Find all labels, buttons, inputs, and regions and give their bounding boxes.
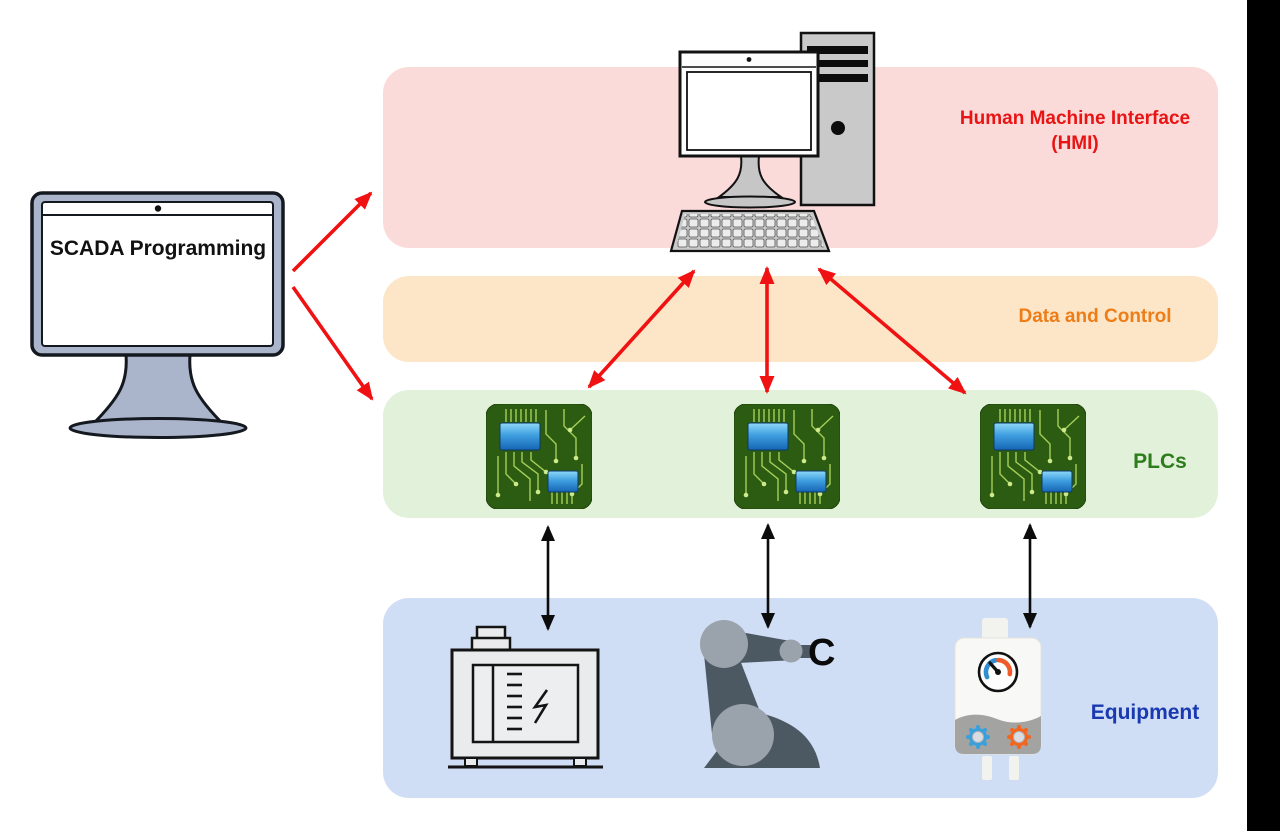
- data-control-band: [383, 276, 1218, 362]
- boiler-icon: [954, 618, 1042, 780]
- hmi-label-line1: Human Machine Interface: [959, 108, 1191, 129]
- circuit-board-icon: [980, 404, 1086, 509]
- robot-arm-icon: C: [700, 620, 835, 768]
- arrow-scada-to-plcs: [291, 285, 374, 401]
- right-edge-strip: [1247, 0, 1280, 831]
- orange-knob-icon: [1007, 725, 1031, 749]
- scada-programming-label: SCADA Programming: [49, 237, 267, 260]
- circuit-board-icon: [486, 404, 592, 509]
- hmi-band-label: Human Machine Interface (HMI): [920, 106, 1230, 156]
- blue-knob-icon: [966, 725, 990, 749]
- generator-icon: [448, 625, 603, 769]
- hmi-label-line2: (HMI): [1051, 133, 1099, 154]
- gauge-icon: [977, 651, 1019, 693]
- lightning-bolt-icon: [532, 689, 549, 724]
- computer-screen-icon: [678, 50, 820, 158]
- desktop-computer-icon: [669, 31, 876, 253]
- equipment-band-label: Equipment: [1090, 701, 1200, 724]
- gripper-icon: C: [808, 632, 835, 674]
- plcs-band-label: PLCs: [1133, 450, 1187, 473]
- data-control-band-label: Data and Control: [1018, 306, 1172, 327]
- circuit-board-icon: [734, 404, 840, 509]
- desktop-monitor-icon: [30, 191, 285, 439]
- keyboard-icon: [669, 209, 831, 253]
- camera-dot-icon: [154, 205, 162, 212]
- arrow-scada-to-hmi: [291, 191, 373, 273]
